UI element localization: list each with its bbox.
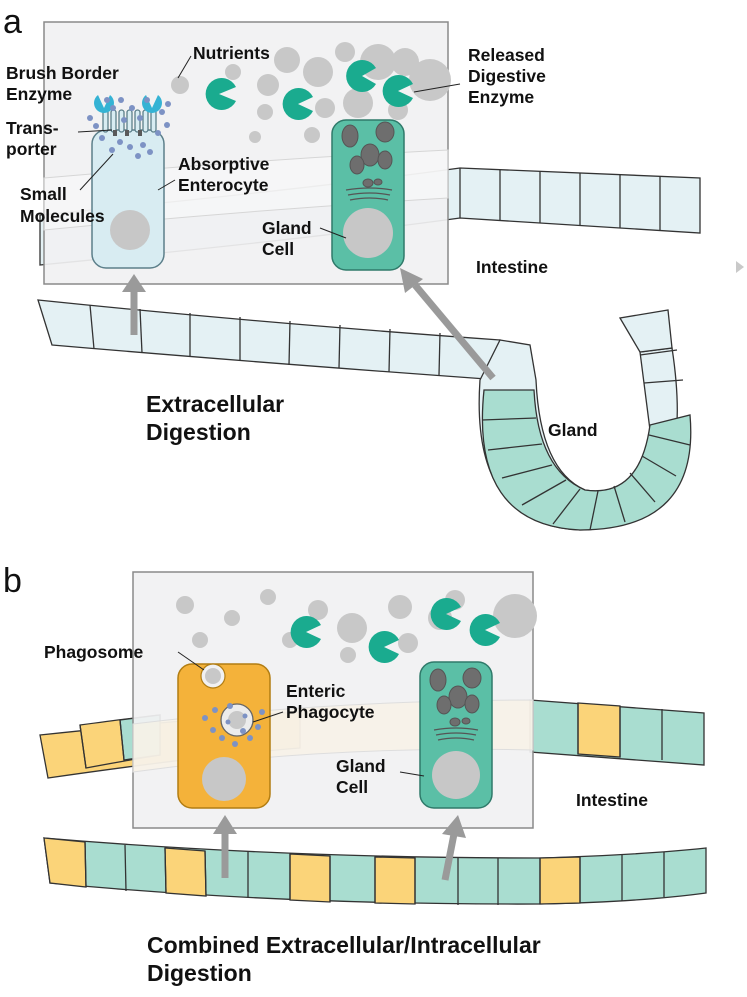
arrow-to-gland-cell-b	[441, 815, 466, 881]
transporter-proteins	[113, 130, 142, 136]
nutrient-particles-a	[171, 42, 451, 143]
enteric-phagocyte	[177, 663, 271, 809]
gland-label: Gland	[548, 420, 598, 440]
leader-lines-b	[177, 651, 425, 777]
transporter-label-2: porter	[6, 139, 57, 159]
caption-b-line-1: Combined Extracellular/Intracellular	[147, 932, 541, 958]
arrow-to-gland-cell-a	[400, 268, 496, 381]
absorptive-enterocyte	[91, 109, 165, 269]
intestine-a-label: Intestine	[476, 257, 548, 277]
panel-b-letter: b	[3, 562, 22, 600]
released-enzyme-label-1: Released	[468, 45, 545, 65]
golgi-b	[433, 727, 479, 741]
released-enzymes-b	[290, 598, 500, 663]
small-molecules-label-2: Molecules	[20, 206, 105, 226]
labels-b: Phagosome Enteric Phagocyte Gland Cell I…	[44, 642, 648, 810]
caption-b: Combined Extracellular/Intracellular Dig…	[147, 932, 541, 986]
caption-b-line-2: Digestion	[147, 960, 252, 986]
intestine-lower-strip-b	[43, 837, 707, 905]
released-enzyme-label-3: Enzyme	[468, 87, 534, 107]
nutrient-particles-b	[176, 589, 537, 663]
gland-cell-a-label-2: Cell	[262, 239, 294, 259]
panel-b: b	[3, 562, 707, 986]
transporter-label-1: Trans-	[6, 118, 59, 138]
absorptive-enterocyte-label-1: Absorptive	[178, 154, 270, 174]
released-enzyme-label-2: Digestive	[468, 66, 546, 86]
intestine-lower-strip-a	[37, 299, 501, 381]
enteric-phagocyte-label-2: Phagocyte	[286, 702, 375, 722]
small-molecules-a	[87, 97, 171, 159]
brush-border-enzyme-label-2: Enzyme	[6, 84, 72, 104]
small-molecules-label-1: Small	[20, 184, 67, 204]
arrow-to-phagocyte	[213, 815, 237, 878]
intestine-b-label: Intestine	[576, 790, 648, 810]
panel-a-letter: a	[3, 3, 22, 41]
caption-a: Extracellular Digestion	[146, 391, 284, 445]
brush-border-enzyme-label-1: Brush Border	[6, 63, 119, 83]
phagosome-label: Phagosome	[44, 642, 143, 662]
triangle-right-icon	[736, 261, 744, 273]
caption-a-line-1: Extracellular	[146, 391, 284, 417]
leader-lines-a	[77, 55, 461, 239]
gland-tissue	[478, 309, 692, 531]
gland-cell-b	[419, 661, 493, 809]
labels-a: Brush Border Enzyme Trans- porter Small …	[6, 43, 598, 440]
caption-a-line-2: Digestion	[146, 419, 251, 445]
small-molecules-b	[202, 703, 265, 747]
gland-cell-a	[331, 119, 405, 271]
released-enzymes-a	[205, 60, 413, 120]
gland-cell-b-label-2: Cell	[336, 777, 368, 797]
arrow-to-enterocyte	[122, 274, 146, 335]
golgi-a	[345, 187, 393, 201]
panel-a: a	[3, 3, 744, 531]
absorptive-enterocyte-label-2: Enterocyte	[178, 175, 269, 195]
gland-cell-b-label-1: Gland	[336, 756, 386, 776]
gland-cell-a-label-1: Gland	[262, 218, 312, 238]
enteric-phagocyte-label-1: Enteric	[286, 681, 346, 701]
nutrients-label: Nutrients	[193, 43, 270, 63]
